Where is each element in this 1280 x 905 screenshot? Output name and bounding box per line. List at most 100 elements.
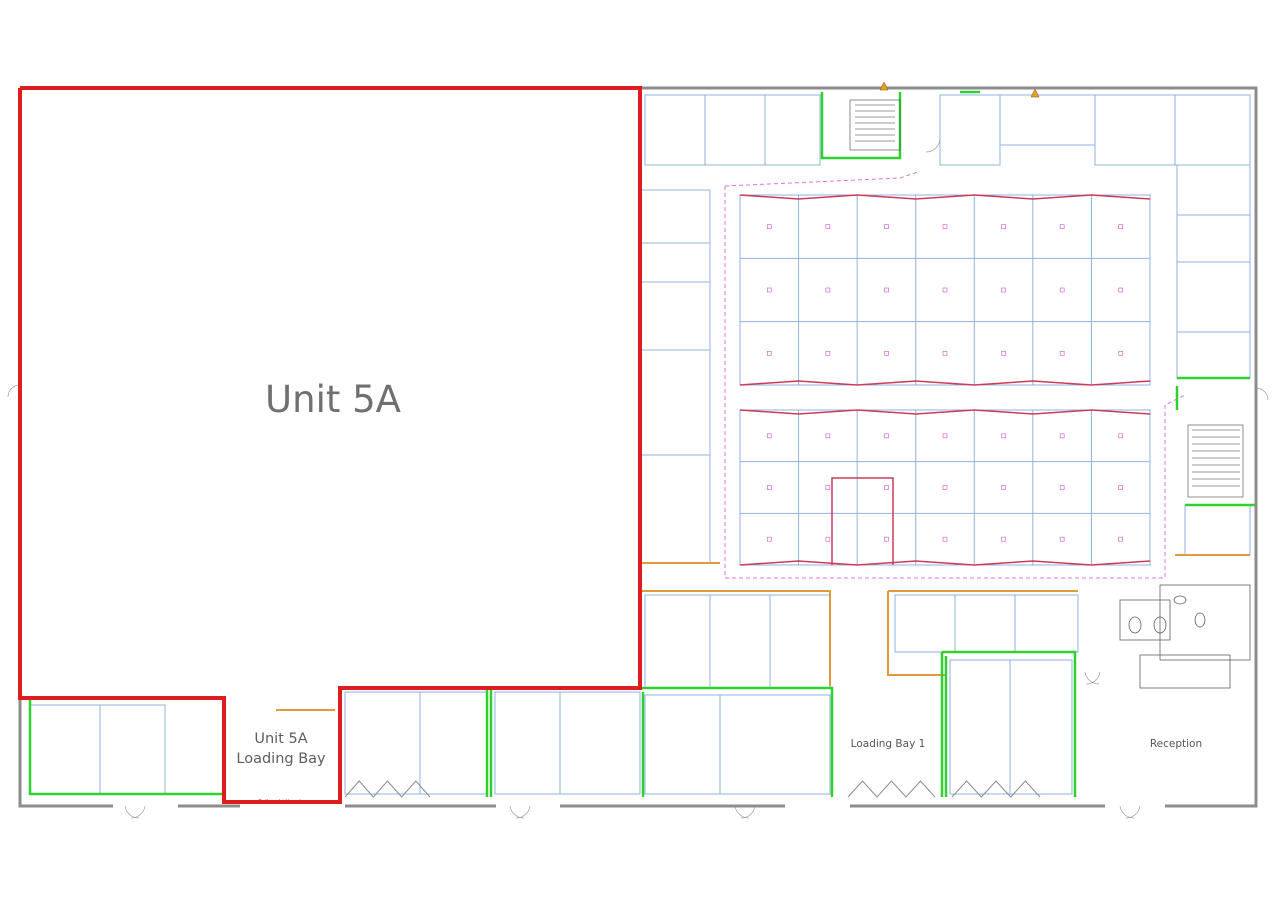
bay-cell [494, 691, 561, 795]
light-fixture-icon [942, 536, 948, 542]
bay-cell [949, 659, 1011, 795]
office-cell [999, 94, 1096, 146]
light-fixture-icon [1118, 433, 1124, 439]
door-swing-icon [740, 805, 756, 819]
office-cell [1014, 594, 1079, 653]
light-fixture-icon [825, 536, 831, 542]
light-fixture-icon [1118, 224, 1124, 229]
light-fixture-icon [1001, 536, 1006, 542]
roller-door-note: Roller shutter door [258, 799, 310, 805]
unit-5a-loading-bay-label: Unit 5A Loading Bay [228, 729, 334, 769]
light-fixture-icon [766, 287, 772, 293]
light-fixture-icon [1059, 433, 1065, 439]
light-fixture-icon [825, 485, 831, 490]
light-fixture-icon [1059, 485, 1065, 490]
loading-bay-label-line1: Unit 5A [254, 731, 308, 747]
office-cell [709, 594, 771, 689]
door-swing-icon [509, 805, 525, 819]
light-fixture-icon [825, 287, 831, 293]
light-fixture-icon [884, 433, 889, 439]
meeting-room-wall [831, 477, 894, 565]
office-cell [764, 94, 821, 166]
unit-5a-outline [18, 86, 642, 804]
toilet-icon [1119, 584, 1251, 689]
light-fixture-icon [1059, 287, 1065, 293]
light-fixture-icon [1059, 536, 1065, 542]
light-fixture-icon [1118, 351, 1124, 356]
light-fixture-icon [1059, 224, 1065, 229]
light-fixture-icon [1059, 351, 1065, 356]
light-fixture-icon [766, 351, 772, 356]
bay-cell [559, 691, 641, 795]
office-cell [1176, 164, 1251, 216]
light-fixture-icon [884, 351, 889, 356]
bay-cell [644, 694, 721, 795]
bay-cell [99, 704, 166, 795]
door-swing-icon [1255, 387, 1269, 401]
light-fixture-icon [766, 433, 772, 439]
roller-shutters [344, 780, 1041, 798]
door-swing-icon [1119, 805, 1135, 819]
light-fixture-icon [766, 536, 772, 542]
compartment-walls [28, 90, 1255, 797]
office-cell [1176, 214, 1251, 263]
light-fixture-icon [942, 433, 948, 439]
wall-segment [739, 560, 1151, 566]
office-block [739, 194, 1151, 386]
door-swing-icon [1125, 805, 1141, 819]
light-fixture-icon [942, 224, 948, 229]
wall-segment [739, 194, 1151, 200]
office-cell [1176, 261, 1251, 333]
light-fixture-icon [884, 536, 889, 542]
office-cell [954, 594, 1016, 653]
warning-triangle-icon [879, 81, 1040, 98]
office-cell [639, 189, 711, 244]
light-fixture-icon [1001, 485, 1006, 490]
outer-walls [18, 86, 1258, 808]
door-swing-icon [7, 137, 1269, 819]
light-fixture-icon [942, 351, 948, 356]
staircase-icon [1187, 424, 1244, 498]
office-cell [644, 94, 706, 166]
office-cell [1094, 94, 1176, 166]
light-fixture-icon [884, 287, 889, 293]
light-fixture-icon [1001, 351, 1006, 356]
roller-shutter [847, 780, 936, 798]
wall-segment [739, 380, 1151, 386]
light-fixture-icon [825, 351, 831, 356]
door-swing-icon [925, 137, 941, 153]
office-cell [639, 454, 711, 564]
escape-route [724, 171, 1186, 579]
office-cell [644, 594, 711, 689]
office-cell [894, 594, 956, 653]
bay-cell [1009, 659, 1073, 795]
light-fixtures [766, 224, 1124, 542]
bay-cell [719, 694, 831, 795]
light-fixture-icon [1118, 485, 1124, 490]
office-cell [639, 281, 711, 351]
plan-details [855, 104, 1240, 487]
light-fixture-icon [1001, 287, 1006, 293]
light-fixture-icon [1118, 536, 1124, 542]
light-fixture-icon [1001, 433, 1006, 439]
light-fixture-icon [942, 287, 948, 293]
light-fixture-icon [766, 224, 772, 229]
office-cell [939, 94, 1001, 166]
office-cell [1174, 94, 1251, 166]
meeting-room-walls [739, 194, 1151, 566]
door-swing-icon [515, 805, 531, 819]
reception-label: Reception [1149, 738, 1203, 750]
staircase-icon [849, 99, 901, 151]
unit-5a-label: Unit 5A [265, 378, 401, 421]
roller-shutter [344, 780, 431, 798]
light-fixture-icon [825, 224, 831, 229]
door-swing-icon [1085, 671, 1101, 685]
office-cell [704, 94, 766, 166]
fire-walls [276, 554, 1250, 711]
office-cell [639, 349, 711, 456]
light-fixture-icon [766, 485, 772, 490]
light-fixture-icon [1118, 287, 1124, 293]
light-fixture-icon [942, 485, 948, 490]
light-fixture-icon [1001, 224, 1006, 229]
office-cell [1184, 504, 1251, 556]
